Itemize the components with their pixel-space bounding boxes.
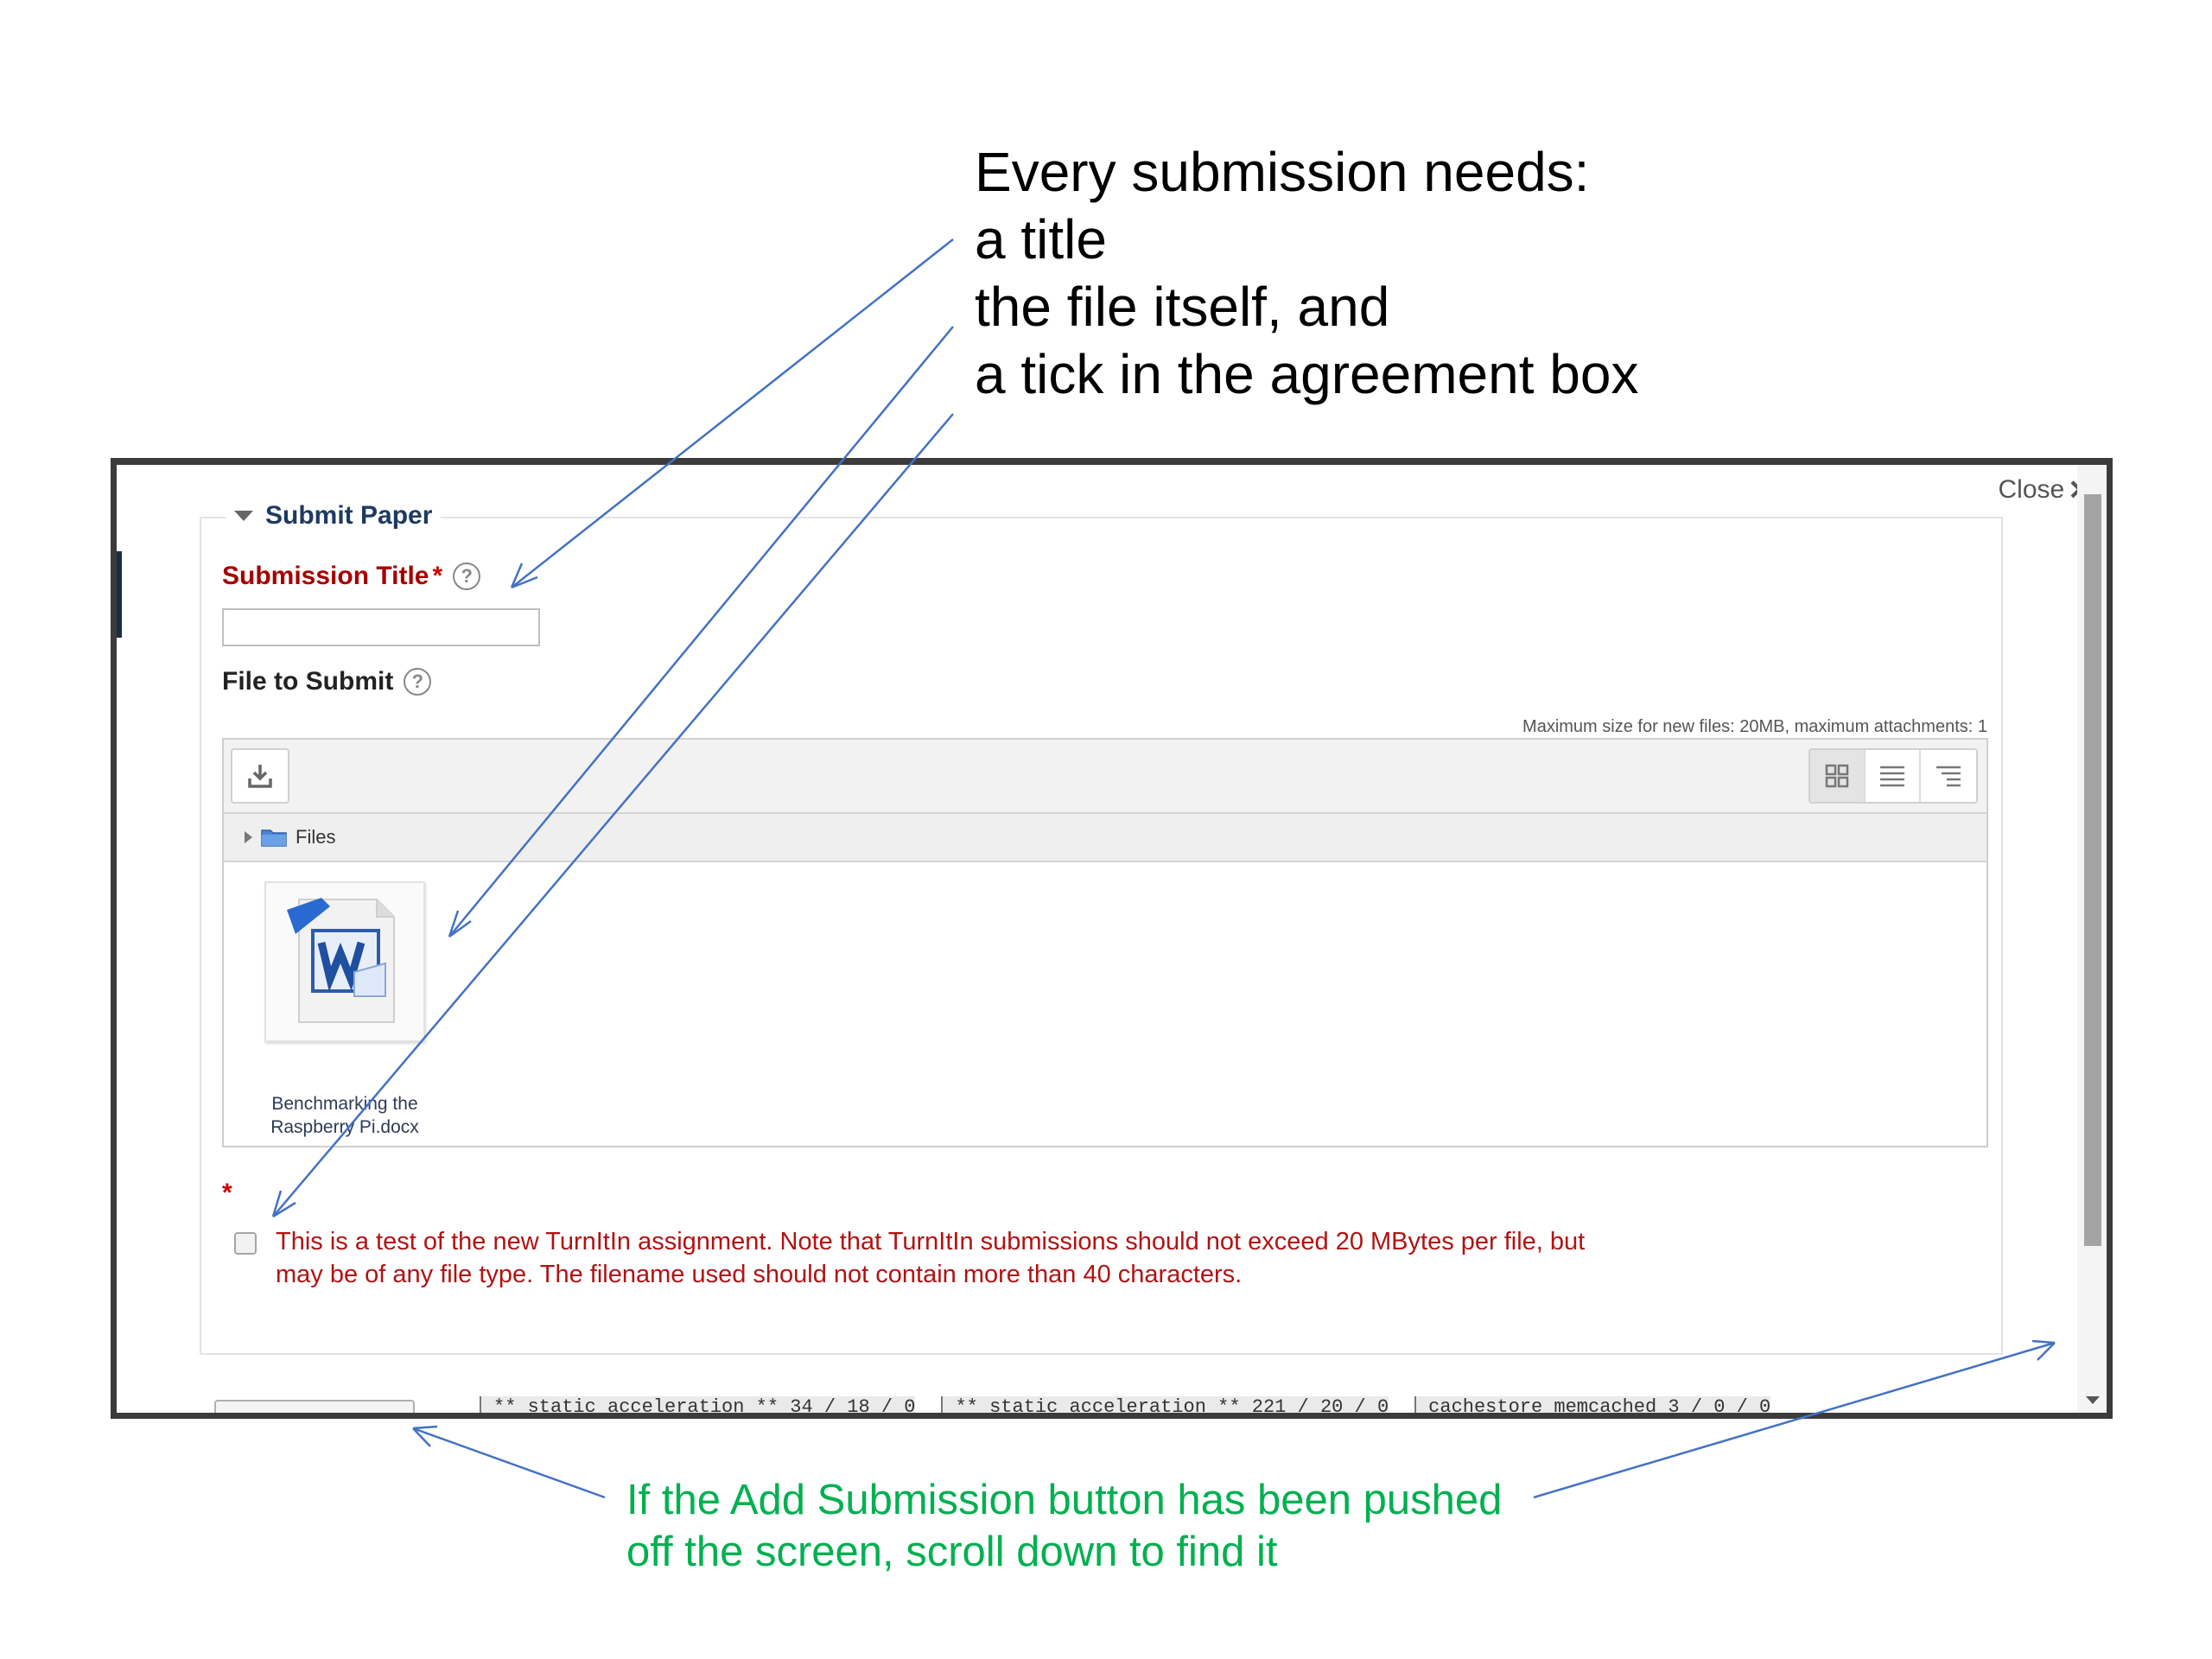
tree-list-icon: [1936, 766, 1961, 787]
file-manager: Files Benchmarking the Raspberry Pi.do: [222, 738, 1988, 1147]
file-name-line1: Benchmarking the: [271, 1094, 418, 1114]
folder-label: Files: [296, 826, 336, 848]
debug-info-strip: ** static acceleration ** 34 / 18 / 0 **…: [480, 1396, 1771, 1413]
section-title: Submit Paper: [265, 501, 433, 530]
section-header[interactable]: Submit Paper: [226, 501, 442, 531]
file-path-bar[interactable]: Files: [224, 814, 1986, 862]
debug-item: cachestore_memcached 3 / 0 / 0: [1414, 1396, 1771, 1413]
max-size-note: Maximum size for new files: 20MB, maximu…: [1522, 717, 1987, 736]
bottom-annotation-line1: If the Add Submission button has been pu…: [626, 1477, 1503, 1523]
screenshot-frame: Close ✕ Submit Paper Submission Title * …: [111, 458, 2113, 1419]
agreement-checkbox[interactable]: [234, 1232, 257, 1255]
top-annotation: Every submission needs: a title the file…: [975, 138, 2098, 408]
help-icon[interactable]: ?: [404, 668, 432, 696]
view-mode-buttons: [1808, 748, 1978, 804]
arrow-to-add-button: [412, 1425, 606, 1499]
debug-item: ** static acceleration ** 34 / 18 / 0: [480, 1396, 916, 1413]
download-icon: [248, 765, 272, 788]
word-document-icon: [264, 881, 425, 1042]
file-to-submit-label-text: File to Submit: [222, 667, 394, 696]
add-file-button[interactable]: [231, 748, 289, 804]
folder-icon: [261, 830, 287, 847]
background-page-edge-left: [117, 551, 122, 638]
tree-view-button[interactable]: [1921, 750, 1976, 802]
scrollbar-thumb[interactable]: [2084, 494, 2101, 1246]
list-icon: [1880, 766, 1904, 787]
required-star: *: [432, 562, 443, 590]
help-icon[interactable]: ?: [453, 563, 481, 590]
annotation-item-file: the file itself, and: [975, 276, 1390, 338]
collapse-caret-icon[interactable]: [234, 511, 253, 521]
icon-view-button[interactable]: [1810, 750, 1866, 802]
submission-title-label: Submission Title * ?: [222, 562, 481, 591]
annotation-item-title: a title: [975, 208, 1107, 270]
bottom-annotation-line2: off the screen, scroll down to find it: [626, 1529, 1278, 1575]
add-submission-button[interactable]: [214, 1400, 415, 1413]
submit-paper-form: Submit Paper Submission Title * ? File t…: [200, 501, 2003, 1355]
list-view-button[interactable]: [1866, 750, 1921, 802]
submission-title-label-text: Submission Title: [222, 562, 429, 590]
agreement-text: This is a test of the new TurnItIn assig…: [276, 1228, 1586, 1288]
agreement-required-star: *: [222, 1179, 232, 1207]
annotation-heading: Every submission needs:: [975, 141, 1590, 203]
expand-caret-icon[interactable]: [245, 831, 252, 843]
annotation-item-agreement: a tick in the agreement box: [975, 343, 1639, 405]
submission-title-input[interactable]: [222, 608, 540, 646]
file-item[interactable]: Benchmarking the Raspberry Pi.docx: [257, 881, 433, 1139]
file-name-line2: Raspberry Pi.docx: [270, 1117, 419, 1137]
scroll-down-arrow-icon[interactable]: [2086, 1396, 2100, 1404]
file-manager-toolbar: [224, 740, 1986, 814]
grid-icon: [1825, 764, 1849, 788]
close-label: Close: [1998, 475, 2065, 504]
dialog-scrollbar[interactable]: [2077, 465, 2107, 1413]
debug-item: ** static acceleration ** 221 / 20 / 0: [941, 1396, 1389, 1413]
file-to-submit-label: File to Submit ?: [222, 667, 432, 696]
bottom-annotation: If the Add Submission button has been pu…: [626, 1474, 1663, 1578]
file-name: Benchmarking the Raspberry Pi.docx: [257, 1092, 433, 1139]
